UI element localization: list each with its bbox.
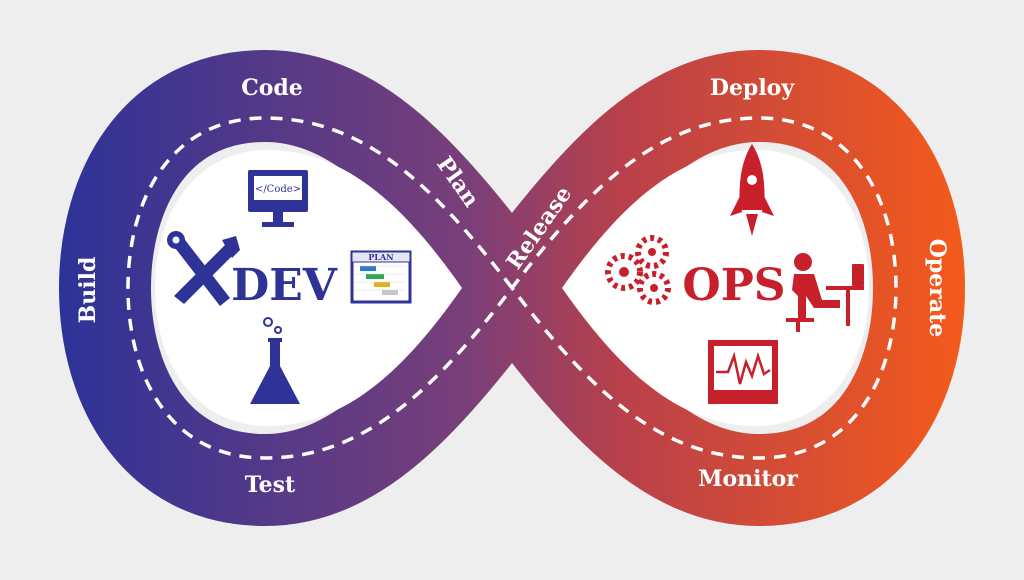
stage-label-build: Build <box>75 257 101 324</box>
ops-lobe <box>562 150 869 426</box>
stage-label-deploy: Deploy <box>710 75 795 101</box>
monitor-chart-icon <box>708 340 778 404</box>
flask-icon <box>250 317 300 404</box>
dev-lobe <box>155 150 462 426</box>
dev-label: DEV <box>231 260 338 311</box>
ops-label: OPS <box>682 260 785 311</box>
rocket-icon <box>730 144 774 236</box>
stage-label-code: Code <box>241 75 303 101</box>
stage-label-operate: Operate <box>924 239 950 338</box>
computer-code-icon: </Code> <box>248 170 308 227</box>
person-at-desk-icon <box>786 253 864 332</box>
gears-icon <box>605 235 671 305</box>
tools-icon <box>167 231 240 306</box>
code-screen-label: </Code> <box>255 184 301 195</box>
inner-lobes <box>155 150 869 426</box>
dashed-path <box>126 116 898 460</box>
stage-label-test: Test <box>245 472 296 498</box>
stage-label-monitor: Monitor <box>698 466 798 492</box>
plan-board-icon: PLAN <box>350 250 412 304</box>
plan-board-label: PLAN <box>368 252 393 262</box>
infinity-band <box>59 50 965 526</box>
